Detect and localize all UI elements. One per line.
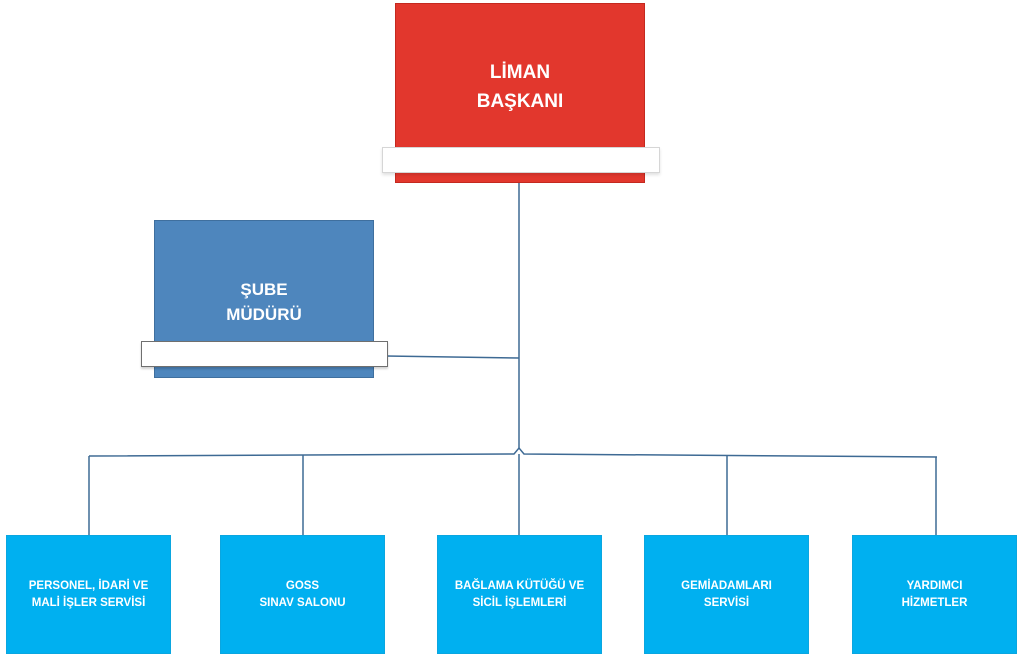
department-label: GEMİADAMLARI SERVİSİ (681, 579, 772, 609)
department-box-baglama-kutugu: BAĞLAMA KÜTÜĞÜ VE SİCİL İŞLEMLERİ (437, 535, 602, 654)
connector-branch (385, 355, 520, 359)
department-box-gemiadamlari: GEMİADAMLARI SERVİSİ (644, 535, 809, 654)
department-box-personel: PERSONEL, İDARİ VE MALİ İŞLER SERVİSİ (6, 535, 171, 654)
department-box-goss: GOSS SINAV SALONU (220, 535, 385, 654)
department-label: GOSS SINAV SALONU (259, 579, 346, 609)
liman-baskani-band (382, 147, 660, 173)
sube-muduru-band (141, 341, 388, 367)
department-label: PERSONEL, İDARİ VE MALİ İŞLER SERVİSİ (28, 579, 149, 609)
department-box-yardimci-hizmetler: YARDIMCI HİZMETLER (852, 535, 1017, 654)
liman-baskani-label: LİMAN BAŞKANI (476, 62, 564, 112)
department-label: BAĞLAMA KÜTÜĞÜ VE SİCİL İŞLEMLERİ (454, 579, 585, 609)
connector-bus (88, 446, 938, 458)
sube-muduru-label: ŞUBE MÜDÜRÜ (226, 280, 302, 324)
department-label: YARDIMCI HİZMETLER (901, 579, 968, 609)
